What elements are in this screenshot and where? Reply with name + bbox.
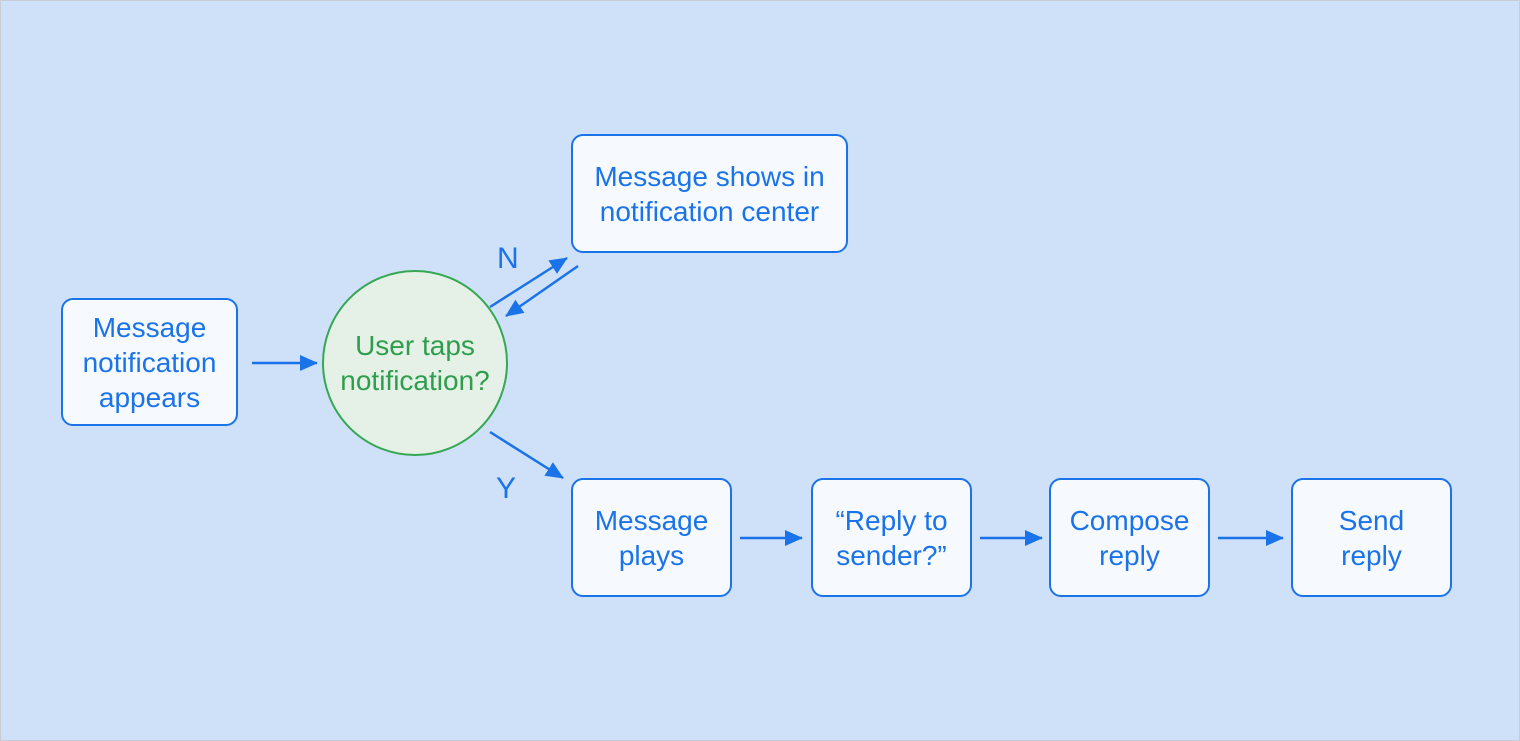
node-send-reply: Send reply bbox=[1291, 478, 1452, 597]
node-label: User taps notification? bbox=[340, 330, 490, 396]
node-label: Message notification appears bbox=[82, 311, 217, 413]
node-user-taps-notification-decision: User taps notification? bbox=[322, 270, 508, 456]
node-label: Message shows in notification center bbox=[594, 160, 825, 227]
node-label: Message plays bbox=[594, 504, 709, 571]
node-label: Send reply bbox=[1338, 504, 1405, 571]
node-message-plays: Message plays bbox=[571, 478, 732, 597]
node-message-shows-in-notification-center: Message shows in notification center bbox=[571, 134, 848, 253]
branch-label-yes: Y bbox=[496, 472, 517, 505]
node-compose-reply: Compose reply bbox=[1049, 478, 1210, 597]
node-message-notification-appears: Message notification appears bbox=[61, 298, 238, 426]
node-label: Compose reply bbox=[1069, 504, 1190, 571]
branch-label-no: N bbox=[497, 242, 519, 275]
node-label: “Reply to sender?” bbox=[835, 504, 948, 571]
node-reply-to-sender: “Reply to sender?” bbox=[811, 478, 972, 597]
